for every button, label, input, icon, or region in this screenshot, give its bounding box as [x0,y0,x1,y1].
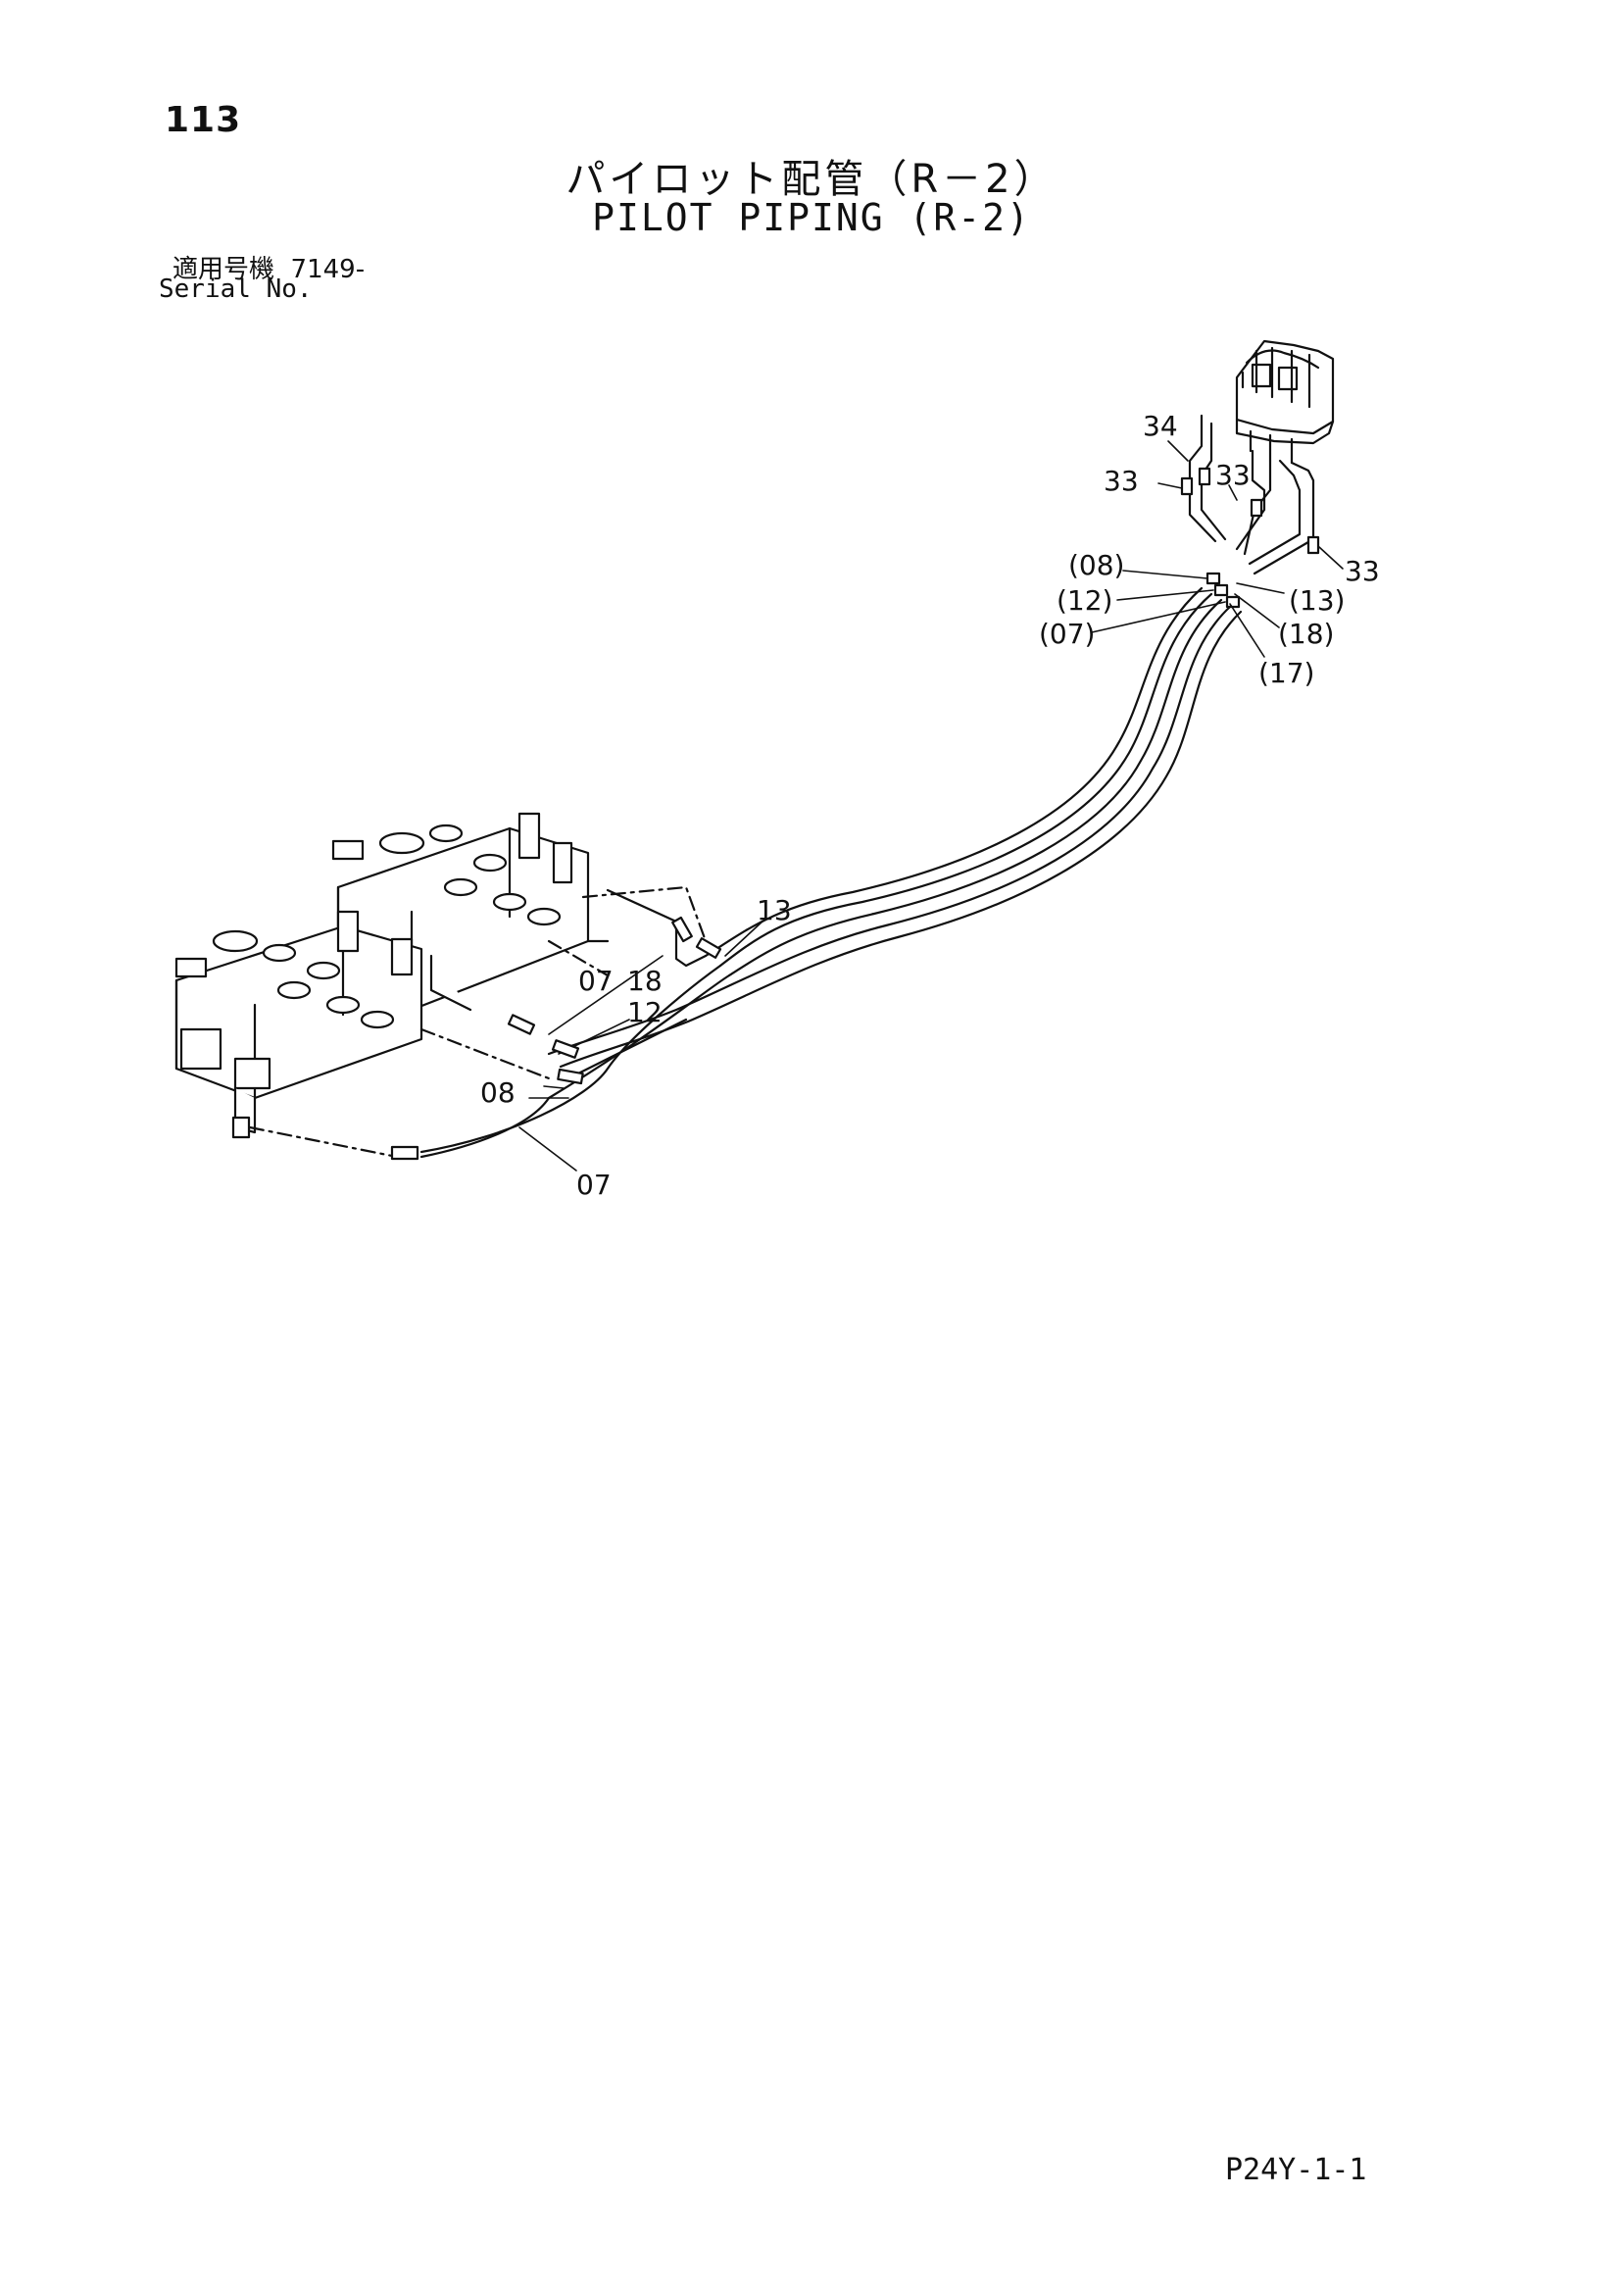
callout-33-right: 33 [1345,555,1380,587]
callout-labels: 34 33 33 33 (08) (12) (07) (13) (18) (17… [480,410,1380,1201]
control-valve-assembly [174,812,610,1139]
page-title-japanese: パイロット配管（R－2） [566,157,1057,202]
callout-13: 13 [757,894,792,926]
callout-07-ref: (07) [1039,618,1095,650]
fitting-markers [1180,467,1320,609]
callout-18: 18 [627,965,663,997]
hose-end-fittings [390,916,722,1161]
page-number: 113 [165,100,242,140]
drawing-code: P24Y-1-1 [1225,2153,1367,2187]
page-title-english: PILOT PIPING (R-2) [592,196,1031,239]
serial-label-japanese: 適用号機 [172,255,275,284]
serial-applicability: 適用号機 7149- [172,249,365,285]
callout-33-left: 33 [1104,465,1139,497]
callout-34: 34 [1143,410,1178,442]
callout-08-ref: (08) [1068,549,1124,581]
callout-18-ref: (18) [1278,618,1334,650]
callout-13-ref: (13) [1289,584,1345,617]
callout-12: 12 [627,996,663,1028]
pilot-valve-body [1235,339,1335,465]
callout-17-ref: (17) [1258,657,1314,689]
callout-07-upper: 07 [578,965,614,997]
callout-08: 08 [480,1076,516,1109]
callout-12-ref: (12) [1057,584,1112,617]
serial-label-english: Serial No. [159,275,313,304]
callout-33-middle: 33 [1215,459,1251,491]
pilot-valve-lines [1188,414,1315,575]
dash-dot-leaders [248,885,708,1159]
callout-leaders [518,440,1344,1172]
serial-value: 7149- [290,255,366,284]
callout-07-lower: 07 [576,1169,612,1201]
hose-bundle [419,586,1243,1159]
